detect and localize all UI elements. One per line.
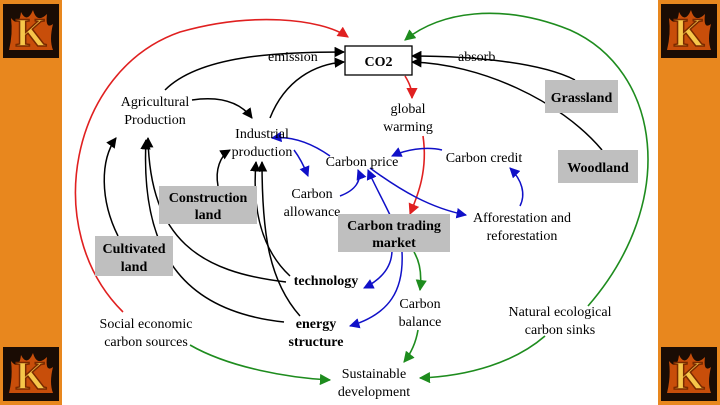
link-market-to-price: [366, 169, 391, 216]
trading-market-label-2: market: [372, 236, 416, 251]
link-price-to-afforestation: [369, 167, 468, 219]
link-afforestation-to-credit: [509, 167, 524, 207]
energy-label-2: structure: [289, 335, 344, 350]
cultivated-label-2: land: [121, 260, 148, 275]
link-price-to-industrial: [270, 131, 331, 157]
left-frame: K K: [0, 0, 62, 405]
svg-text:K: K: [673, 10, 704, 55]
link-allowance-to-price: [339, 169, 367, 197]
k-logo-icon: K: [661, 4, 717, 58]
svg-text:K: K: [15, 353, 46, 398]
k-logo-icon: K: [3, 347, 59, 401]
carbon-cycle-diagram: CO2 emission absorb Agricultural Product…: [74, 12, 649, 400]
link-agri-to-co2: [164, 46, 346, 91]
grassland-label: Grassland: [551, 91, 613, 106]
k-logo-icon: K: [3, 4, 59, 58]
sustainable-label-2: development: [338, 385, 410, 400]
link-industrial-to-co2: [269, 57, 346, 119]
link-market-to-balance: [413, 251, 427, 292]
link-cultivated-to-agri: [103, 137, 119, 237]
balance-label-2: balance: [399, 315, 442, 330]
social-sources-label-1: Social economic: [100, 317, 193, 332]
balance-label-1: Carbon: [399, 297, 440, 312]
social-sources-label-2: carbon sources: [104, 335, 188, 350]
woodland-label: Woodland: [567, 161, 629, 176]
warming-label-2: warming: [383, 120, 433, 135]
link-credit-to-price: [391, 147, 443, 157]
link-energy-to-industrial: [256, 160, 301, 317]
link-woodland-to-co2: [410, 57, 603, 151]
agri-label-1: Agricultural: [121, 95, 190, 110]
natural-sinks-label-2: carbon sinks: [525, 323, 595, 338]
link-agri-to-industrial: [191, 98, 253, 119]
construction-label-1: Construction: [169, 191, 248, 206]
k-logo-icon: K: [661, 347, 717, 401]
right-frame: K K: [658, 0, 720, 405]
allowance-label-2: allowance: [284, 205, 341, 220]
link-construction-to-industrial: [216, 149, 231, 187]
carbon-credit-label: Carbon credit: [446, 151, 523, 166]
link-warming-to-market: [408, 135, 426, 216]
afforestation-label-1: Afforestation and: [473, 211, 571, 226]
construction-label-2: land: [195, 208, 222, 223]
agri-label-2: Production: [124, 113, 185, 128]
link-co2-to-warming: [404, 75, 418, 100]
trading-market-label-1: Carbon trading: [347, 219, 441, 234]
absorb-label: absorb: [458, 50, 495, 65]
cultivated-box: [95, 236, 173, 276]
link-grassland-to-co2: [410, 50, 576, 81]
energy-label-1: energy: [296, 317, 336, 332]
diagram-canvas: CO2 emission absorb Agricultural Product…: [62, 0, 658, 405]
svg-text:K: K: [673, 353, 704, 398]
link-balance-to-sustainable: [403, 329, 419, 363]
industrial-label-2: production: [232, 145, 293, 160]
link-market-to-energy: [348, 251, 403, 329]
grassland-box: [545, 80, 618, 113]
link-technology-to-industrial: [249, 160, 291, 277]
construction-box: [159, 186, 257, 224]
link-natural-sinks-to-co2: [404, 12, 649, 307]
trading-market-box: [338, 214, 450, 252]
svg-text:K: K: [15, 10, 46, 55]
co2-label: CO2: [365, 55, 393, 70]
emission-label: emission: [268, 50, 318, 65]
link-social-to-sustainable: [189, 344, 332, 386]
co2-box: [344, 45, 413, 76]
industrial-label-1: Industrial: [235, 127, 289, 142]
technology-label: technology: [294, 274, 359, 289]
link-energy-to-agri: [140, 138, 285, 323]
cultivated-label-1: Cultivated: [103, 242, 166, 257]
link-industrial-to-allowance: [293, 149, 310, 177]
woodland-box: [558, 150, 638, 183]
link-market-to-technology: [363, 249, 393, 289]
carbon-price-label: Carbon price: [326, 155, 399, 170]
afforestation-label-2: reforestation: [487, 229, 558, 244]
link-natural-to-sustainable: [418, 335, 546, 384]
warming-label-1: global: [391, 102, 426, 117]
link-technology-to-agri: [142, 136, 287, 283]
sustainable-label-1: Sustainable: [342, 367, 407, 382]
allowance-label-1: Carbon: [291, 187, 332, 202]
natural-sinks-label-1: Natural ecological: [508, 305, 611, 320]
link-social-to-co2: [74, 18, 349, 313]
